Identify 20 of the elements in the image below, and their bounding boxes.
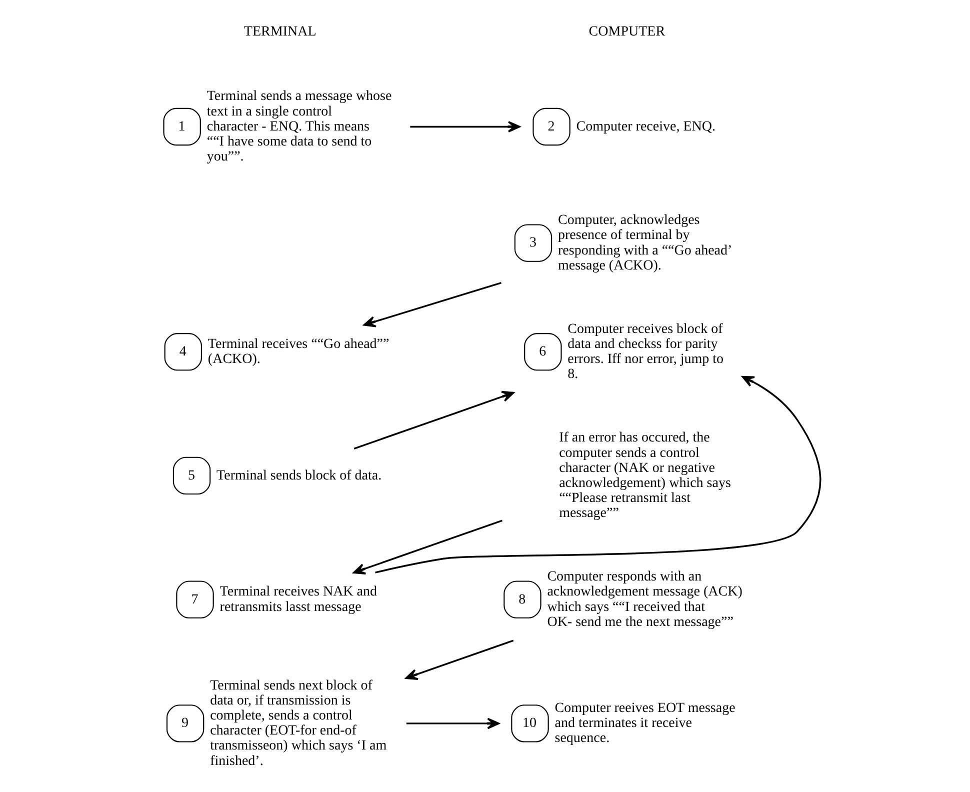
node-label: Terminal receives ““Go ahead”” (ACKO). <box>207 336 389 368</box>
arrow <box>352 520 502 574</box>
arrow <box>404 640 514 680</box>
node-label: Computer, acknowledges presence of terminal by responding with a ““Go ahead’ message (ACKO). <box>558 213 732 274</box>
node-label: Computer responds with an acknowledgement message (ACK) which says ““I received that OK- send me the next message”” <box>546 570 742 630</box>
node-label: Computer reeives EOT message and terminates it receive sequence. <box>554 701 735 746</box>
arrow <box>410 121 520 132</box>
node-text: If an error has occured, the computer sends a control character (NAK or negative acknowledgement) which says ““Please retransmit last message”” <box>558 430 730 522</box>
node-label: Terminal sends block of data. <box>216 468 382 484</box>
node-label: Terminal receives NAK and retransmits lasst message <box>219 584 377 615</box>
node-label: Computer receive, ENQ. <box>576 119 715 134</box>
label: TERMINAL <box>243 24 316 40</box>
label: COMPUTER <box>588 24 665 40</box>
arrow <box>362 282 501 328</box>
arrow <box>374 376 821 574</box>
arrow <box>406 718 499 730</box>
arrow <box>353 390 514 450</box>
node-label: Computer receives block of data and checkss for parity errors. Iff nor error, jump to 8. <box>567 322 724 382</box>
node-label: Terminal sends a message whose text in a single control character - ENQ. This means ““I have some data to send to you””. <box>206 89 392 165</box>
node-label: Terminal sends next block of data or, if transmission is complete, sends a control character (EOT-for end-of transmisseon) which says ‘I am finished’. <box>210 678 386 769</box>
